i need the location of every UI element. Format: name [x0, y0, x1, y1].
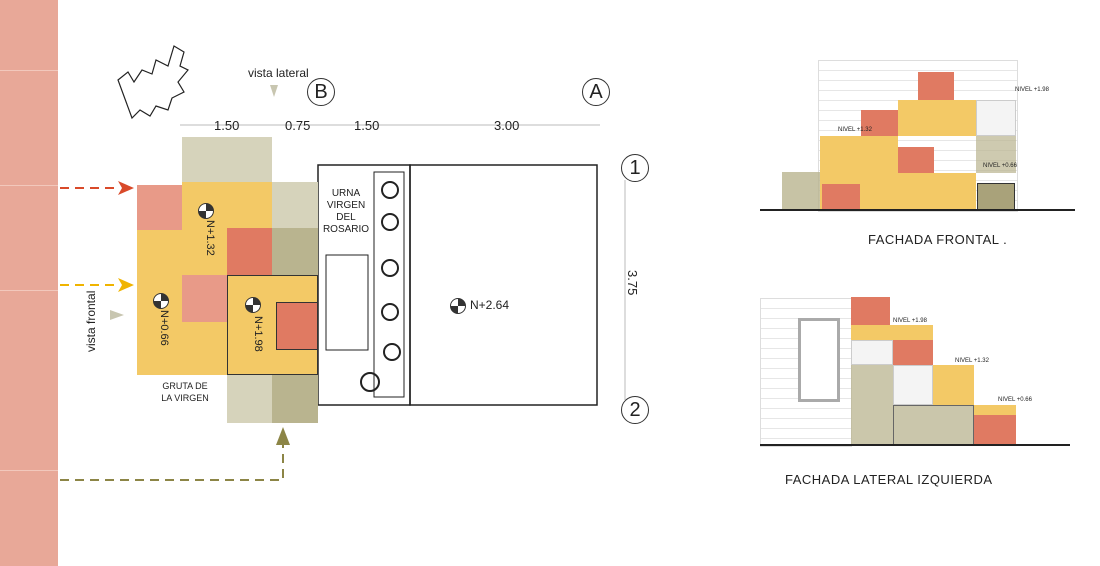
- side-color-strip: [0, 0, 58, 566]
- tile-red-altar: [276, 302, 318, 350]
- side-block: [851, 340, 893, 365]
- front-block: [782, 172, 820, 210]
- front-block: [976, 100, 1016, 136]
- axis-1: 1: [621, 154, 649, 182]
- front-block: [898, 173, 976, 210]
- vista-frontal-label: vista frontal: [84, 290, 98, 352]
- front-level-132: NIVEL +1.32: [838, 127, 872, 133]
- front-level-066: NIVEL +0.66: [983, 163, 1017, 169]
- level-n264: N+2.64: [470, 298, 510, 312]
- side-block: [893, 405, 974, 445]
- red-arrow-head: [118, 181, 134, 195]
- tile-pink: [182, 275, 227, 322]
- olive-arrow-head: [276, 427, 290, 445]
- gruta-label: GRUTA DE LA VIRGEN: [161, 381, 209, 403]
- olive-arrow-line: [60, 440, 284, 481]
- front-block: [822, 184, 860, 210]
- side-block: [974, 405, 1016, 415]
- tile-gray: [272, 182, 318, 228]
- level-marker-icon: [153, 293, 169, 309]
- tile-pink: [137, 185, 182, 230]
- front-elevation-title: FACHADA FRONTAL .: [868, 232, 1008, 247]
- front-block: [918, 72, 954, 100]
- side-window: [798, 318, 840, 402]
- lateral-view-marker: [270, 85, 278, 97]
- side-block: [851, 365, 893, 445]
- side-elevation-title: FACHADA LATERAL IZQUIERDA: [785, 472, 993, 487]
- front-block: [898, 147, 934, 173]
- front-ground-line: [760, 209, 1075, 211]
- yellow-arrow-head: [118, 278, 134, 292]
- side-block: [893, 365, 933, 405]
- level-marker-icon: [450, 298, 466, 314]
- front-level-198: NIVEL +1.98: [1015, 87, 1049, 93]
- urna-inner: [325, 254, 369, 351]
- side-level-066: NIVEL +0.66: [998, 397, 1032, 403]
- level-n198: N+1.98: [252, 316, 264, 352]
- level-n132: N+1.32: [204, 220, 216, 256]
- front-block: [976, 136, 1016, 173]
- dim-4: 3.00: [494, 118, 520, 133]
- vegetation-outline: [117, 45, 189, 120]
- frontal-view-marker: [110, 310, 124, 320]
- dim-3: 1.50: [354, 118, 380, 133]
- side-ground-line: [760, 444, 1070, 446]
- shrubs: [360, 181, 401, 392]
- tile-olive: [272, 375, 318, 423]
- planter: [373, 171, 405, 398]
- front-block: [861, 110, 898, 136]
- side-block: [933, 365, 974, 405]
- axis-b: B: [307, 78, 335, 106]
- side-level-198: NIVEL +1.98: [893, 318, 927, 324]
- level-marker-icon: [245, 297, 261, 313]
- side-block: [893, 340, 933, 365]
- axis-a: A: [582, 78, 610, 106]
- side-block: [851, 297, 890, 325]
- side-level-132: NIVEL +1.32: [955, 358, 989, 364]
- tile-olive: [272, 228, 318, 275]
- level-n066: N+0.66: [158, 310, 170, 346]
- tile-red: [227, 228, 272, 275]
- tile-gray: [227, 375, 272, 423]
- tile-gray: [182, 137, 272, 182]
- tile-yellow: [182, 320, 227, 375]
- dim-5: 3.75: [625, 270, 640, 296]
- side-block: [974, 415, 1016, 445]
- level-marker-icon: [198, 203, 214, 219]
- urna-label: URNA VIRGEN DEL ROSARIO: [322, 188, 370, 235]
- main-floor-area: [409, 164, 598, 406]
- dim-2: 0.75: [285, 118, 311, 133]
- dim-1: 1.50: [214, 118, 240, 133]
- front-block: [977, 183, 1015, 210]
- front-block: [898, 100, 976, 136]
- axis-2: 2: [621, 396, 649, 424]
- side-block: [851, 325, 933, 340]
- vista-lateral-label: vista lateral: [248, 66, 309, 80]
